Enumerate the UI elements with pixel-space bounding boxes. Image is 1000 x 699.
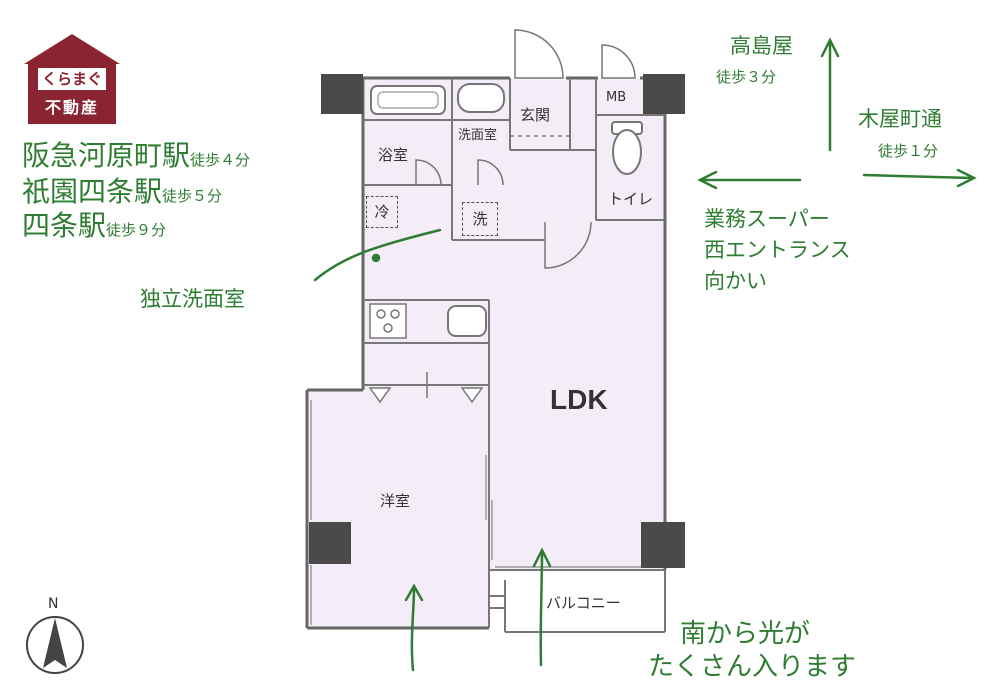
compass-label: N — [48, 596, 59, 612]
logo-roof-icon — [24, 34, 120, 64]
station-name: 四条駅 — [22, 209, 107, 242]
wash-basin — [457, 83, 505, 113]
compass-icon — [26, 616, 84, 674]
sunlight-note-2: たくさん入ります — [648, 652, 857, 682]
windows — [310, 400, 645, 625]
doors — [368, 29, 636, 404]
washer-space: 洗 — [462, 202, 498, 236]
access-line-2: 祇園四条駅徒歩５分 — [22, 170, 222, 210]
station-name: 祇園四条駅 — [22, 175, 163, 208]
room-ldk: LDK — [550, 384, 608, 415]
walk-time: 徒歩５分 — [162, 187, 223, 205]
west-landmark-1: 業務スーパー — [704, 207, 830, 231]
walk-time: 徒歩４分 — [190, 151, 251, 169]
room-mb: MB — [606, 90, 627, 105]
logo-body: くらまぐち 不動産 — [28, 62, 116, 124]
west-landmark-2: 西エントランス — [704, 238, 851, 262]
walk-time: 徒歩９分 — [106, 221, 167, 239]
toilet-bowl — [612, 129, 642, 175]
access-line-1: 阪急河原町駅徒歩４分 — [22, 134, 250, 174]
bathtub — [370, 85, 446, 115]
room-washroom: 洗面室 — [458, 128, 498, 143]
balcony-outline — [488, 570, 666, 633]
logo-name: くらまぐち — [38, 68, 106, 110]
east-landmark: 木屋町通 — [858, 107, 942, 131]
outer-walls — [305, 76, 667, 630]
room-bath: 浴室 — [378, 146, 409, 164]
east-walk: 徒歩１分 — [878, 142, 939, 160]
fridge-space: 冷 — [366, 196, 398, 228]
annotation-arrows — [313, 37, 977, 672]
west-landmark-3: 向かい — [704, 269, 767, 293]
kitchen-sink — [447, 305, 487, 337]
pillars — [309, 74, 685, 568]
washroom-feature-note: 独立洗面室 — [140, 287, 245, 311]
room-entrance: 玄関 — [520, 106, 551, 124]
logo-subtitle: 不動産 — [44, 98, 99, 117]
company-logo: くらまぐち 不動産 — [22, 32, 122, 124]
stove — [369, 303, 407, 339]
station-name: 阪急河原町駅 — [22, 139, 191, 172]
room-toilet: トイレ — [608, 190, 654, 208]
north-walk: 徒歩３分 — [716, 68, 777, 86]
north-landmark: 高島屋 — [730, 34, 793, 58]
access-line-3: 四条駅徒歩９分 — [22, 204, 166, 244]
sunlight-note-1: 南から光が — [680, 619, 811, 649]
room-western: 洋室 — [380, 492, 411, 510]
room-balcony: バルコニー — [546, 594, 621, 612]
interior-walls — [363, 78, 665, 628]
